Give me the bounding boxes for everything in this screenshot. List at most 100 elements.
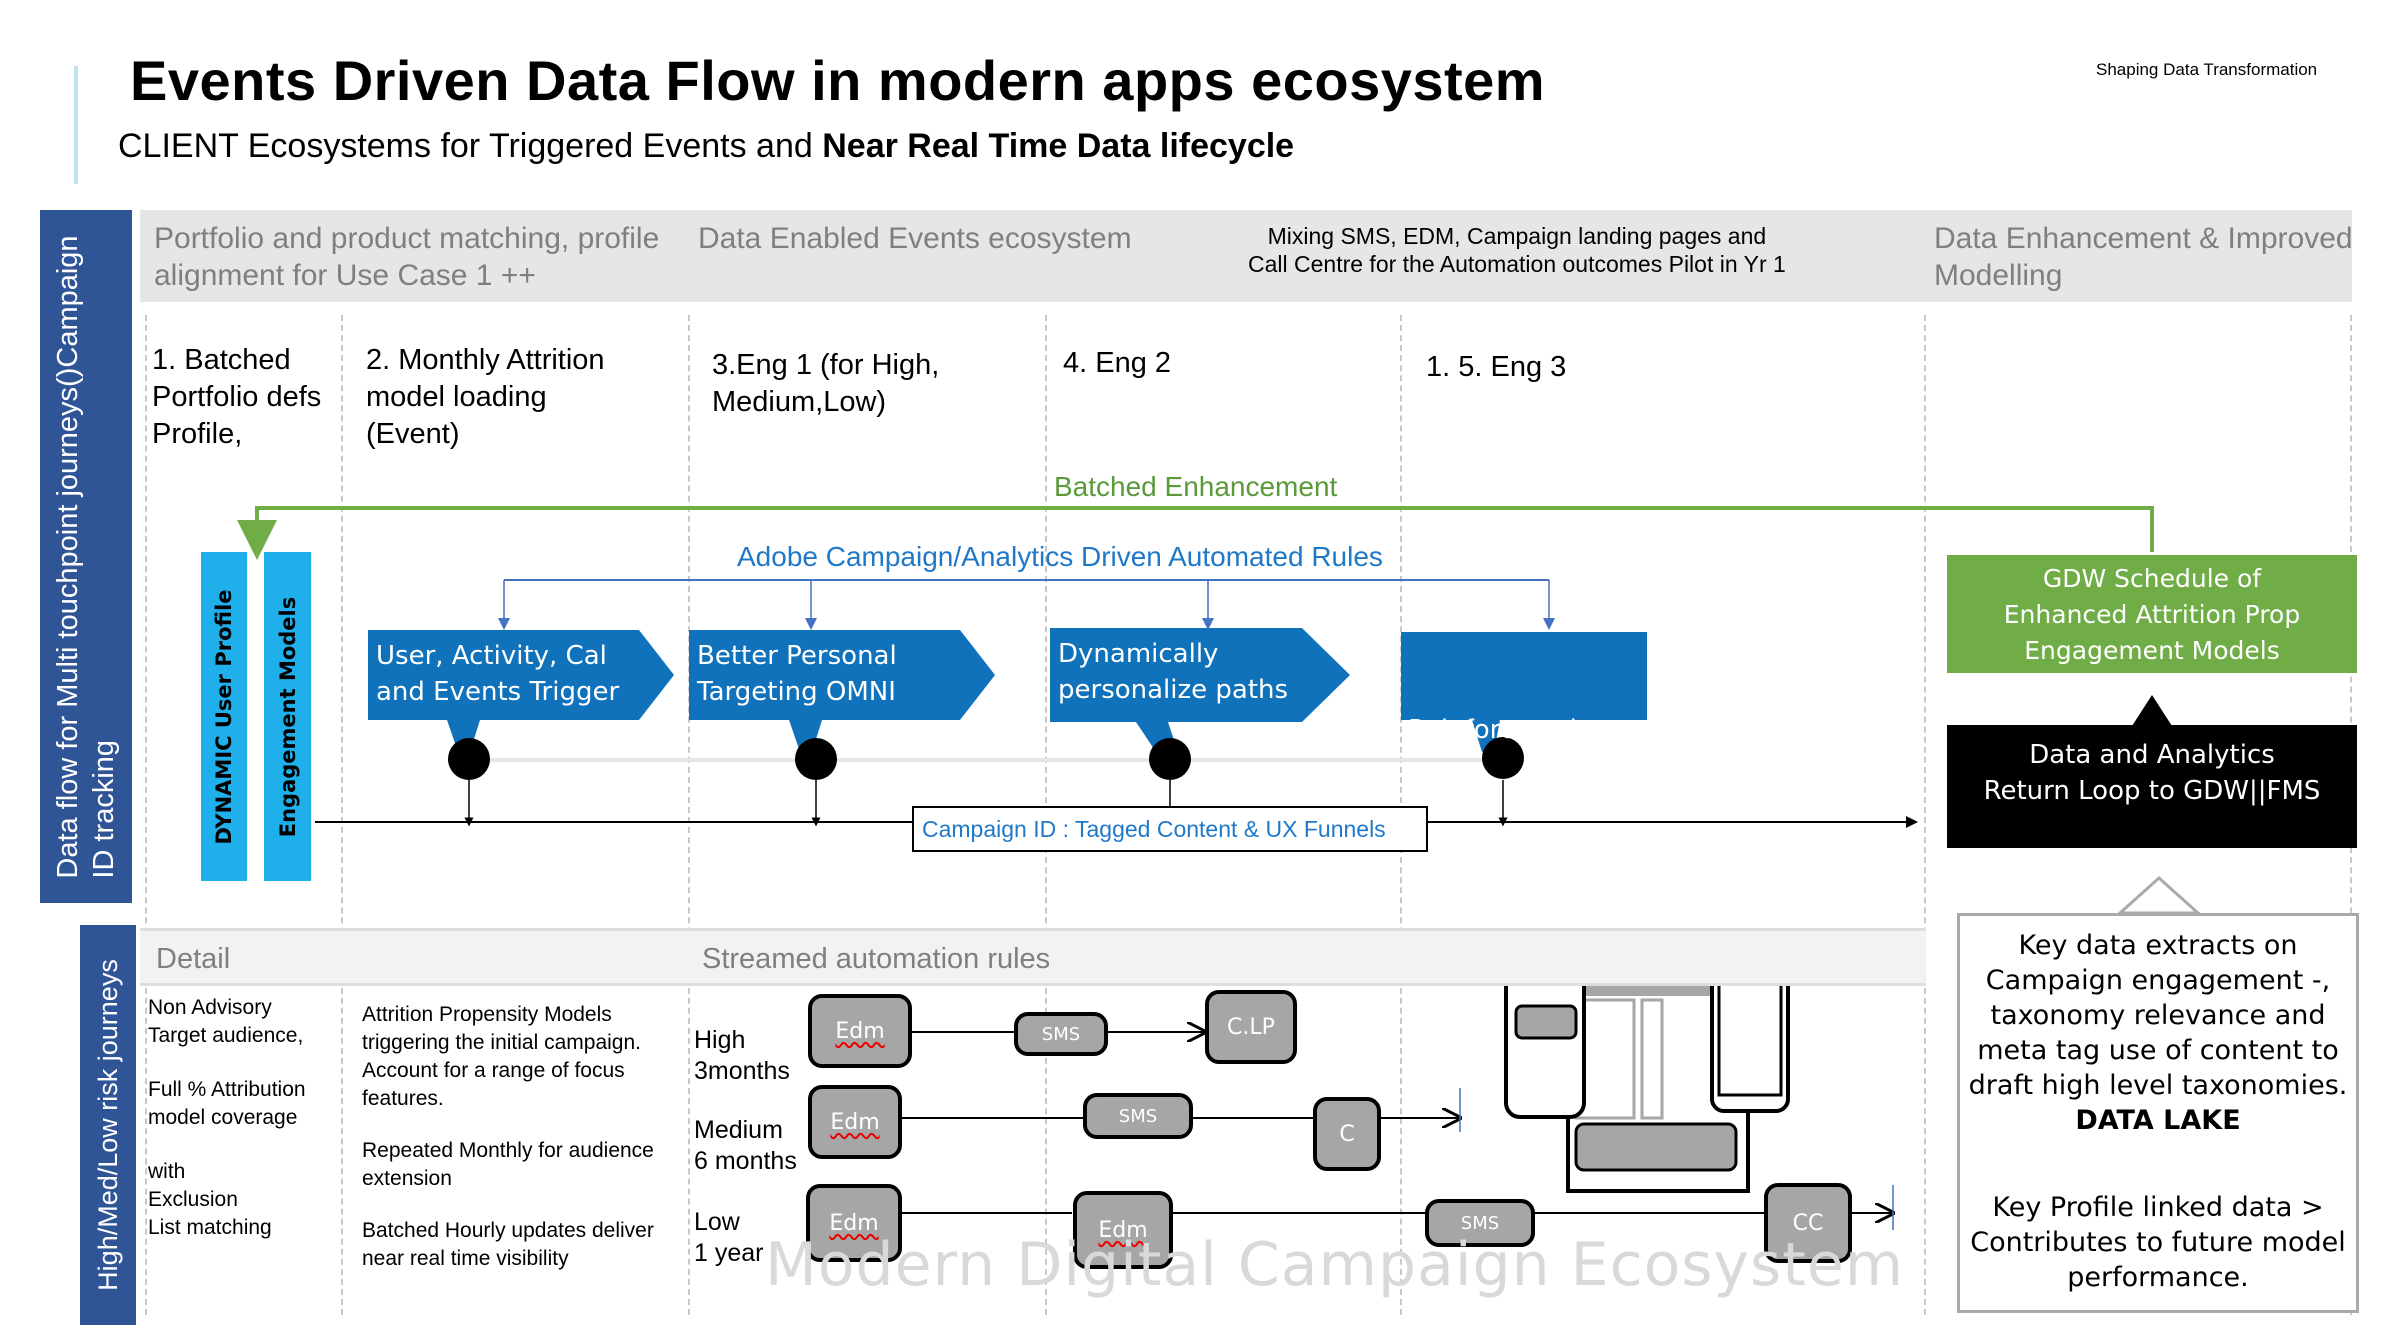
- audience-line: Full % Attribution: [148, 1078, 306, 1101]
- phase-header-mixing: Mixing SMS, EDM, Campaign landing pages …: [1248, 222, 1786, 278]
- dynamic-user-profile-label: DYNAMIC User Profile: [212, 588, 236, 845]
- chevron-line: and Events Trigger: [376, 677, 620, 707]
- column-divider: [145, 315, 147, 1315]
- batched-enhancement-label: Batched Enhancement: [1054, 471, 1338, 502]
- models-line: triggering the initial campaign.: [362, 1031, 641, 1054]
- note-line: Campaign engagement -,: [1985, 965, 2331, 996]
- audience-line: Target audience,: [148, 1024, 304, 1047]
- tier-high-label: High 3months: [694, 1025, 790, 1087]
- tier-low-cc-node: CC: [1764, 1183, 1852, 1263]
- tier-period: 6 months: [694, 1147, 797, 1175]
- phase-header-events: Data Enabled Events ecosystem: [698, 222, 1132, 255]
- column-divider: [1924, 315, 1926, 1315]
- phase-header-enhancement-line-2: Modelling: [1934, 259, 2063, 292]
- phase-header-portfolio-line-1: Portfolio and product matching, profile: [154, 222, 660, 255]
- gdw-box-line: GDW Schedule of: [2042, 564, 2262, 593]
- chevron-trigger-text: User, Activity, Cal and Events Trigger: [376, 638, 619, 710]
- tier-low-sms-node: SMS: [1425, 1199, 1535, 1247]
- event-dot: [1149, 738, 1191, 780]
- node-label: C.LP: [1227, 1014, 1275, 1040]
- chevron-line: & engagement: [1408, 823, 1619, 853]
- phase-header-enhancement: Data Enhancement & Improved Modelling: [1934, 220, 2353, 294]
- phase-header-band: [140, 210, 2352, 302]
- tier-medium-edm-node: Edm: [808, 1085, 902, 1159]
- models-spacer: [362, 1193, 654, 1217]
- gdw-schedule-box: GDW Schedule of Enhanced Attrition Prop …: [1947, 555, 2357, 673]
- engagement-models-label: Engagement Models: [275, 596, 300, 837]
- data-lake-label: DATA LAKE: [2075, 1105, 2241, 1136]
- chevron-reinforce-text: Reinforce value & engagement: [1408, 640, 1618, 892]
- step-3: 3.Eng 1 (for High, Medium,Low): [712, 347, 939, 421]
- return-loop-pointer: [2132, 695, 2172, 726]
- tier-level: High: [694, 1026, 746, 1054]
- chevron-personalize-text: Dynamically personalize paths: [1058, 636, 1288, 708]
- tier-low-edm-node-2: Edm: [1073, 1191, 1173, 1269]
- note-line: draft high level taxonomies.: [1968, 1070, 2348, 1101]
- streamed-rules-header: Streamed automation rules: [702, 943, 1051, 975]
- title-accent-bar: [74, 66, 78, 184]
- audience-line: Exclusion: [148, 1188, 238, 1211]
- audience-line: Non Advisory: [148, 996, 272, 1019]
- tier-low-edm-node-1: Edm: [806, 1184, 902, 1262]
- chevron-reinforce: [1401, 632, 1647, 752]
- return-loop-line: Data and Analytics: [2029, 740, 2275, 770]
- node-label: Edm: [835, 1018, 885, 1044]
- detail-header-band: [140, 928, 1926, 986]
- multi-device-icon: [1504, 939, 1790, 1193]
- note-line: Contributes to future model: [1970, 1227, 2346, 1258]
- tier-medium-label: Medium 6 months: [694, 1115, 797, 1177]
- data-lake-note: Key data extracts on Campaign engagement…: [1957, 913, 2359, 1313]
- phase-header-mixing-line-1: Mixing SMS, EDM, Campaign landing pages …: [1267, 223, 1767, 249]
- node-label: Edm: [830, 1109, 880, 1135]
- return-loop-box: Data and Analytics Return Loop to GDW||F…: [1947, 725, 2357, 848]
- step-1-line: Portfolio defs: [152, 381, 322, 413]
- node-label: SMS: [1041, 1023, 1081, 1045]
- tier-medium-c-node: C: [1313, 1097, 1381, 1171]
- audience-spacer: [148, 1050, 306, 1076]
- chevron-targeting: [689, 630, 995, 752]
- side-label-data-flow: Data flow for Multi touchpoint journeys(…: [40, 210, 132, 903]
- note-spacer: [1960, 1138, 2356, 1190]
- column-divider: [341, 315, 343, 1315]
- audience-line: model coverage: [148, 1106, 298, 1129]
- tier-high-edm-node: Edm: [808, 994, 912, 1068]
- phase-header-enhancement-line-1: Data Enhancement & Improved: [1934, 222, 2353, 255]
- models-detail: Attrition Propensity Models triggering t…: [362, 1001, 654, 1273]
- tier-medium-sms-node: SMS: [1083, 1093, 1193, 1139]
- gdw-box-line: Enhanced Attrition Prop: [2003, 600, 2301, 629]
- models-line: features.: [362, 1087, 444, 1110]
- brand-tagline: Shaping Data Transformation: [2096, 60, 2318, 79]
- models-spacer: [362, 1113, 654, 1137]
- node-label: SMS: [1118, 1105, 1158, 1127]
- step-5: 1. 5. Eng 3: [1426, 351, 1567, 383]
- page-subtitle: CLIENT Ecosystems for Triggered Events a…: [118, 127, 1294, 166]
- dynamic-user-profile-bar: DYNAMIC User Profile: [201, 552, 247, 881]
- tier-high-clp-node: C.LP: [1205, 990, 1297, 1064]
- audience-line: with: [148, 1160, 186, 1183]
- chevron-line: User, Activity, Cal: [376, 641, 607, 671]
- batched-enhancement-line: [237, 506, 2154, 560]
- phase-header-mixing-line-2: Call Centre for the Automation outcomes …: [1248, 251, 1786, 277]
- audience-spacer: [148, 1132, 306, 1158]
- note-line: meta tag use of content to: [1977, 1035, 2339, 1066]
- note-line: Key data extracts on: [2018, 930, 2298, 961]
- models-line: extension: [362, 1167, 452, 1190]
- node-label: C: [1339, 1121, 1355, 1147]
- audience-line: List matching: [148, 1216, 272, 1239]
- page-title: Events Driven Data Flow in modern apps e…: [130, 49, 1546, 112]
- note-line: taxonomy relevance and: [1990, 1000, 2326, 1031]
- audience-detail: Non Advisory Target audience, Full % Att…: [148, 994, 306, 1242]
- campaign-id-label: Campaign ID : Tagged Content & UX Funnel…: [922, 816, 1386, 842]
- step-2-line: (Event): [366, 418, 460, 450]
- return-loop-line: Return Loop to GDW||FMS: [1983, 776, 2321, 806]
- tier-high-sms-node: SMS: [1014, 1012, 1108, 1056]
- step-2-line: 2. Monthly Attrition: [366, 344, 605, 376]
- node-label: Edm: [829, 1210, 879, 1236]
- models-line: near real time visibility: [362, 1247, 569, 1270]
- step-1-line: Profile,: [152, 418, 243, 450]
- step-2: 2. Monthly Attrition model loading (Even…: [366, 342, 605, 453]
- event-dot: [795, 738, 837, 780]
- note-pointer: [2116, 875, 2202, 915]
- tier-low-label: Low 1 year: [694, 1207, 763, 1269]
- note-line: Key Profile linked data >: [1992, 1192, 2324, 1223]
